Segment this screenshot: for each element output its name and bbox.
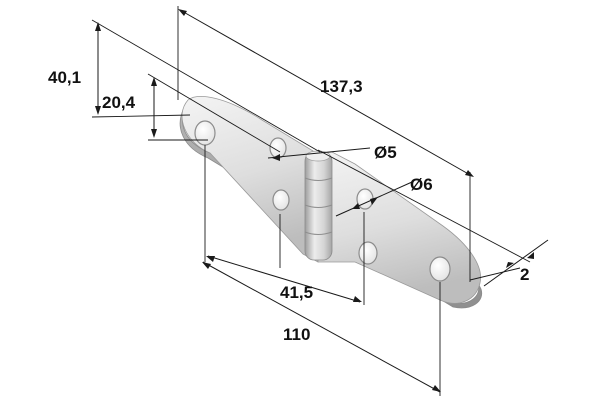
dim-small-hole: Ø5 xyxy=(267,143,397,162)
dim-inner-spacing: 41,5 xyxy=(206,212,365,305)
hole-right-outer xyxy=(429,256,451,282)
right-leaf xyxy=(317,151,482,304)
mounting-holes xyxy=(194,120,451,282)
dim-outer-spacing: 110 xyxy=(202,145,441,396)
dim-label-inner-spacing: 41,5 xyxy=(280,283,313,302)
dim-label-small-hole: Ø5 xyxy=(374,143,397,162)
hole-right-inner-bottom xyxy=(358,241,378,265)
dim-overall-width: 40,1 xyxy=(48,19,321,153)
hole-left-outer xyxy=(194,120,216,146)
dim-large-hole: Ø6 xyxy=(335,175,433,217)
dim-label-overall-width: 40,1 xyxy=(48,68,81,87)
dim-leaf-width: 20,4 xyxy=(102,73,281,153)
dim-label-large-hole: Ø6 xyxy=(410,175,433,194)
hinge-knuckle xyxy=(304,150,333,261)
dim-label-outer-spacing: 110 xyxy=(283,325,310,344)
dim-label-thickness: 2 xyxy=(520,265,529,284)
dim-thickness: 2 xyxy=(317,149,549,287)
hole-left-inner-bottom xyxy=(272,189,290,211)
hinge-body xyxy=(179,96,483,309)
dim-label-leaf-width: 20,4 xyxy=(102,93,136,112)
dim-label-overall-length: 137,3 xyxy=(320,77,363,96)
dim-overall-length: 137,3 xyxy=(177,6,474,282)
